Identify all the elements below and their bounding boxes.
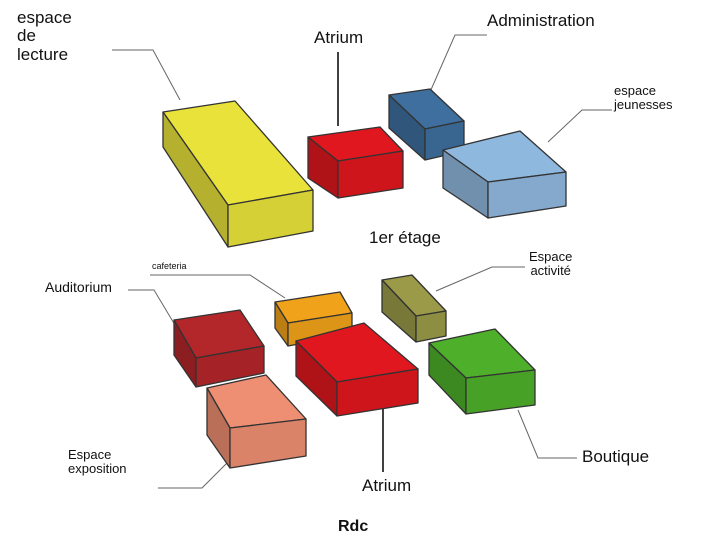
box-front-exposition [229, 418, 307, 469]
space-box-lecture [162, 100, 314, 248]
label-exposition: Espace exposition [68, 447, 127, 477]
leader-line-administration [429, 34, 487, 93]
space-box-cafeteria [274, 291, 353, 347]
label-activite-line-1: Espace [529, 249, 573, 264]
space-box-atrium-ground [295, 322, 419, 417]
leader-line-exposition [158, 459, 231, 489]
label-administration-text: Administration [487, 11, 595, 30]
box-front-atrium-ground [336, 368, 419, 417]
label-lecture-line-1: espace [17, 8, 72, 27]
leader-line-jeunesses [547, 109, 612, 143]
label-lecture: espace de lecture [17, 8, 72, 64]
label-administration: Administration [487, 11, 595, 30]
label-lecture-line-2: de [17, 26, 36, 46]
box-front-jeunesses [487, 171, 567, 219]
label-auditorium: Auditorium [45, 279, 112, 295]
label-cafeteria-text: cafeteria [152, 261, 187, 271]
floor-title-upper: 1er étage [369, 228, 441, 247]
box-front-atrium-upper [337, 150, 404, 199]
label-auditorium-text: Auditorium [45, 279, 112, 295]
label-activite: Espace activité [529, 249, 573, 279]
space-box-atrium-upper [307, 126, 404, 199]
leader-line-activite [435, 266, 525, 292]
label-jeunesses-line-2: jeunesses [614, 97, 673, 113]
label-atrium-ground: Atrium [362, 476, 412, 495]
leader-line-boutique [517, 409, 577, 459]
label-exposition-line-1: Espace [68, 447, 112, 462]
label-jeunesses: espace jeunesses [614, 83, 673, 113]
label-atrium-ground-text: Atrium [362, 476, 412, 495]
space-box-exposition [206, 374, 307, 469]
label-jeunesses-line-1: espace [614, 83, 656, 98]
floor-title-ground-text: Rdc [338, 518, 369, 535]
space-box-jeunesses [442, 130, 567, 219]
space-box-boutique [428, 328, 536, 415]
label-atrium-upper: Atrium [314, 28, 364, 47]
floor-title-upper-text: 1er étage [369, 228, 441, 247]
label-boutique-text: Boutique [582, 447, 650, 466]
box-front-auditorium [195, 345, 265, 388]
label-activite-line-2: activité [530, 263, 571, 279]
box-front-activite [415, 310, 447, 343]
label-lecture-line-3: lecture [17, 44, 69, 64]
label-cafeteria: cafeteria [152, 261, 187, 272]
space-box-activite [381, 274, 447, 343]
leader-line-cafeteria [150, 274, 286, 299]
leader-line-auditorium [128, 289, 176, 326]
box-front-boutique [465, 369, 536, 415]
label-atrium-upper-text: Atrium [314, 28, 364, 47]
leader-line-lecture [112, 49, 181, 101]
space-box-auditorium [173, 309, 265, 388]
box-front-lecture [227, 189, 314, 248]
label-boutique: Boutique [582, 447, 650, 466]
label-exposition-line-2: exposition [68, 461, 127, 477]
floor-title-ground: Rdc [338, 518, 368, 535]
